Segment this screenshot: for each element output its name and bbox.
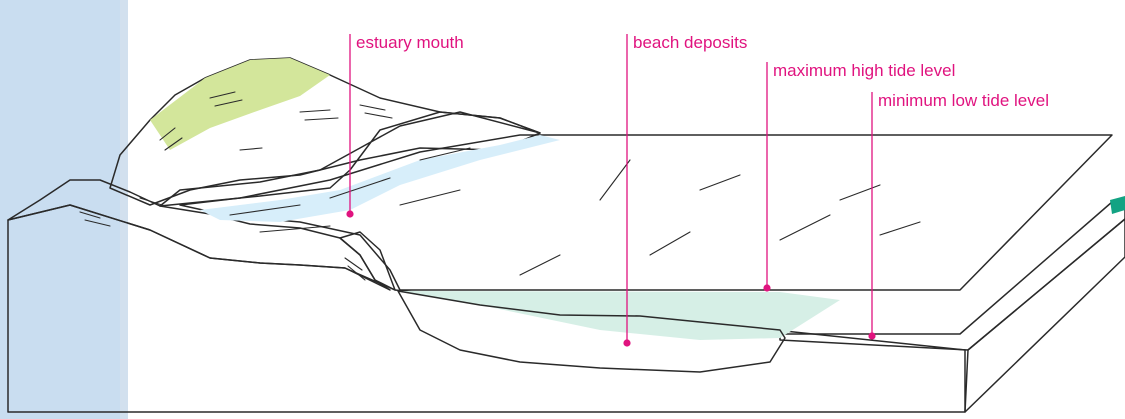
background-strip-shadow [120, 0, 128, 419]
beach-deposits-dot [623, 339, 630, 346]
estuary-mouth-dot [346, 210, 353, 217]
high-tide-dot [763, 284, 770, 291]
bedrock-side-face [965, 219, 1125, 412]
back-hills-highlight [150, 58, 330, 150]
min-low-tide-label: minimum low tide level [878, 91, 1049, 110]
background-strip [0, 0, 120, 419]
low-tide-dot [868, 332, 875, 339]
front-land-brown-slope [340, 232, 395, 290]
sea-edge-teal [1110, 196, 1125, 214]
low-tide-sea [780, 200, 1125, 350]
beach-deposits-label: beach deposits [633, 33, 747, 52]
max-high-tide-label: maximum high tide level [773, 61, 955, 80]
estuary-mouth-label: estuary mouth [356, 33, 464, 52]
